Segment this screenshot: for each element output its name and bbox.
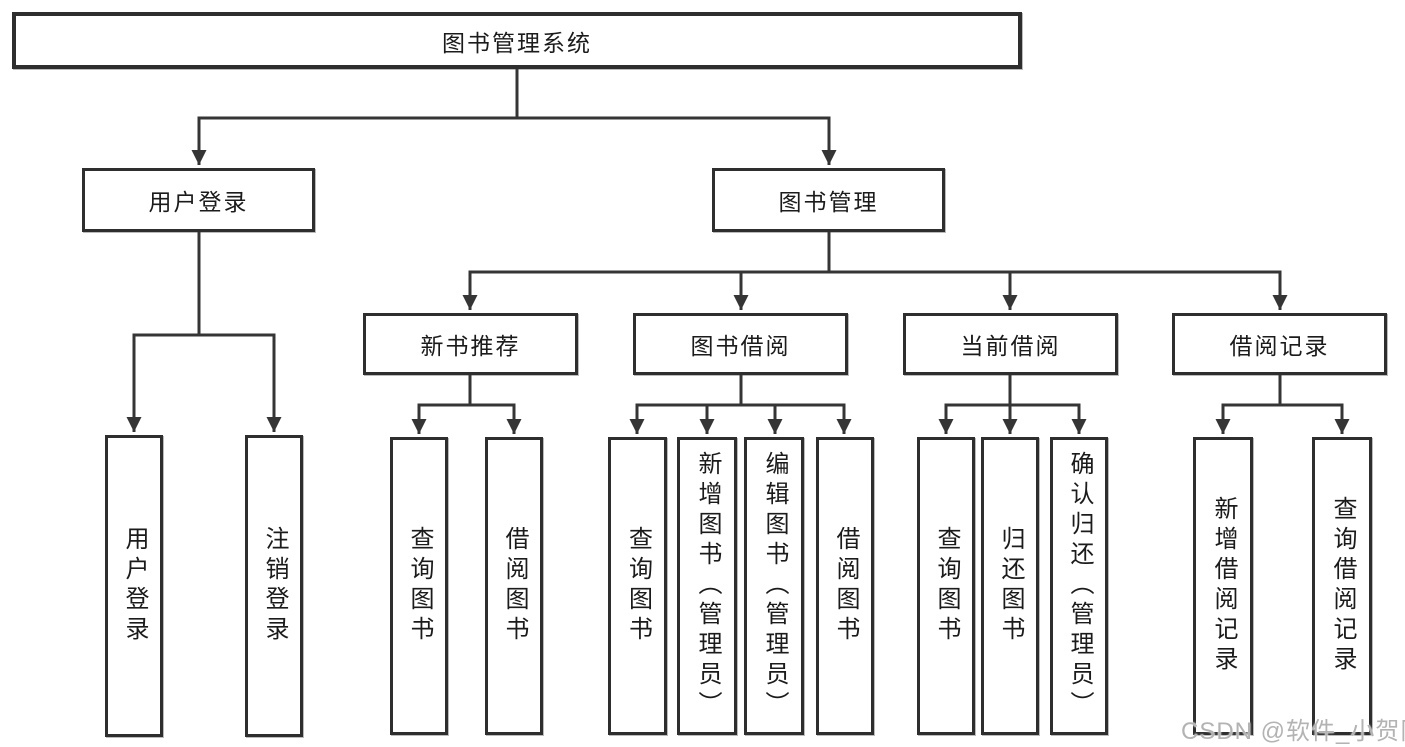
node-label: 查询借阅记录 <box>1329 496 1356 676</box>
node-borrow-record: 借阅记录 <box>1172 313 1387 375</box>
leaf-query-book-1: 查询图书 <box>390 437 448 735</box>
node-label: 借阅图书 <box>832 526 859 646</box>
node-current-borrow: 当前借阅 <box>903 313 1118 375</box>
leaf-logout: 注销登录 <box>245 435 303 737</box>
node-label: 新增图书（管理员） <box>694 451 721 721</box>
wire-group <box>126 69 1350 434</box>
node-label: 确认归还（管理员） <box>1066 451 1093 721</box>
node-label: 借阅图书 <box>501 526 528 646</box>
node-label: 查询图书 <box>933 526 960 646</box>
leaf-edit-book-admin: 编辑图书（管理员） <box>744 437 804 735</box>
leaf-query-book-2: 查询图书 <box>608 437 667 735</box>
node-label: 编辑图书（管理员） <box>761 451 788 721</box>
node-label: 图书管理 <box>778 189 879 215</box>
node-label: 查询图书 <box>406 526 433 646</box>
leaf-borrow-book-1: 借阅图书 <box>485 437 543 735</box>
node-label: 注销登录 <box>261 526 288 646</box>
node-label: 当前借阅 <box>960 333 1061 359</box>
leaf-add-book-admin: 新增图书（管理员） <box>677 437 737 735</box>
node-label: 图书借阅 <box>690 333 791 359</box>
node-library-management-system: 图书管理系统 <box>12 12 1022 69</box>
node-label: 新书推荐 <box>420 333 521 359</box>
leaf-return-book: 归还图书 <box>981 437 1039 735</box>
node-label: 归还图书 <box>997 526 1024 646</box>
leaf-confirm-return-admin: 确认归还（管理员） <box>1050 437 1108 735</box>
node-label: 用户登录 <box>148 189 249 215</box>
node-label: 查询图书 <box>624 526 652 646</box>
node-label: 新增借阅记录 <box>1210 496 1237 676</box>
leaf-borrow-book-2: 借阅图书 <box>816 437 874 735</box>
node-user-login: 用户登录 <box>82 168 315 232</box>
node-book-borrow: 图书借阅 <box>633 313 848 375</box>
leaf-add-borrow-record: 新增借阅记录 <box>1193 437 1253 735</box>
watermark: CSDN @软件_小贺同学 <box>1181 718 1405 745</box>
node-label: 用户登录 <box>121 526 148 646</box>
node-new-book-recommend: 新书推荐 <box>363 313 578 375</box>
node-book-management: 图书管理 <box>712 168 945 232</box>
node-label: 借阅记录 <box>1229 333 1330 359</box>
leaf-user-login: 用户登录 <box>105 435 163 737</box>
leaf-query-borrow-record: 查询借阅记录 <box>1312 437 1372 735</box>
node-label: 图书管理系统 <box>442 29 592 56</box>
leaf-query-book-3: 查询图书 <box>917 437 975 735</box>
